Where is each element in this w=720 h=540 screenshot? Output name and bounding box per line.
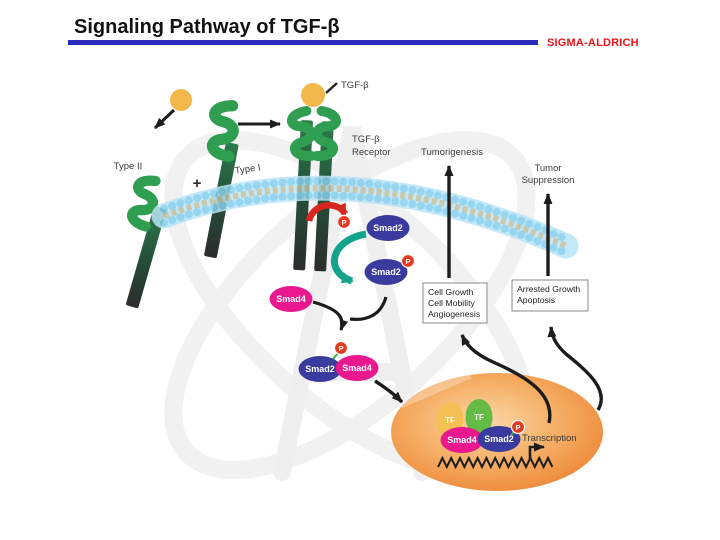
smad2-molecule: Smad2 <box>366 215 410 241</box>
svg-text:Smad4: Smad4 <box>276 294 306 304</box>
nucleus: TF TF Smad4 Smad2 P Transcription <box>391 369 603 491</box>
dna-strand <box>437 455 554 470</box>
arrow-nucleus-to-arrest-box <box>547 326 603 411</box>
svg-text:Smad4: Smad4 <box>342 363 372 373</box>
plasma-membrane <box>151 175 579 259</box>
ligand-label: TGF-β <box>341 80 369 91</box>
receptor-label-line1: TGF-β <box>352 134 380 145</box>
svg-text:Apoptosis: Apoptosis <box>517 295 556 305</box>
smad4-molecule: Smad4 <box>269 286 313 312</box>
svg-text:Smad2: Smad2 <box>371 267 401 277</box>
svg-text:P: P <box>338 344 343 353</box>
transcription-start-arrow <box>528 442 545 459</box>
phosphate-badge: P <box>336 214 352 230</box>
smad2-nuclear <box>477 426 521 452</box>
plus-sign: + <box>193 175 202 192</box>
receptor-type-i <box>204 105 239 259</box>
arrow-smad4-join <box>312 300 349 331</box>
ligand-pointer-line <box>325 82 338 94</box>
svg-text:P: P <box>341 218 346 227</box>
tgf-beta-ligand-free <box>170 89 192 111</box>
type2-label: Type II <box>114 161 143 172</box>
svg-text:P: P <box>405 257 410 266</box>
transcription-label: Transcription <box>522 433 577 444</box>
svg-text:Smad2: Smad2 <box>373 223 403 233</box>
svg-text:Smad4: Smad4 <box>447 435 477 445</box>
tgf-beta-ligand-bound <box>301 83 325 107</box>
transcription-factor-green <box>465 399 493 435</box>
svg-text:Cell Growth: Cell Growth <box>428 287 474 297</box>
phosphate-badge-nuclear <box>510 419 526 435</box>
arrow-smad2-join <box>349 296 388 321</box>
brand-logo-text: SIGMA-ALDRICH <box>547 37 639 49</box>
page-title: Signaling Pathway of TGF-β <box>74 16 340 38</box>
arrow-ligand-to-type2 <box>153 108 176 130</box>
type1-label: Type I <box>234 162 261 176</box>
receptor-type-ii <box>126 178 167 309</box>
svg-text:Smad2: Smad2 <box>484 434 514 444</box>
svg-text:Smad2: Smad2 <box>305 364 335 374</box>
arrow-smad2-activation-teal <box>330 230 367 285</box>
arrow-phosphorylation-red <box>305 202 348 223</box>
tumor-suppression-label-line1: Tumor <box>534 163 561 174</box>
tumor-suppression-label-line2: Suppression <box>522 175 575 186</box>
title-underline <box>68 40 538 45</box>
svg-text:Arrested Growth: Arrested Growth <box>517 284 580 294</box>
svg-text:Cell Mobility: Cell Mobility <box>428 298 475 308</box>
receptor-label-line2: Receptor <box>352 147 391 158</box>
svg-text:P: P <box>515 423 520 432</box>
arrow-complex-to-nucleus <box>374 379 404 404</box>
svg-text:Angiogenesis: Angiogenesis <box>428 309 481 319</box>
tumorigenesis-label: Tumorigenesis <box>421 147 483 158</box>
svg-text:TF: TF <box>474 413 484 422</box>
cell-growth-box: Cell Growth Cell Mobility Angiogenesis <box>422 282 488 324</box>
smad2-phosphorylated: Smad2 P <box>364 253 416 285</box>
svg-text:TF: TF <box>445 416 455 425</box>
smad4-nuclear <box>440 427 484 453</box>
arrow-nucleus-to-growth-box <box>460 334 552 424</box>
smad2-smad4-complex: Smad2 Smad4 P <box>298 340 379 382</box>
arrested-growth-box: Arrested Growth Apoptosis <box>511 279 589 312</box>
